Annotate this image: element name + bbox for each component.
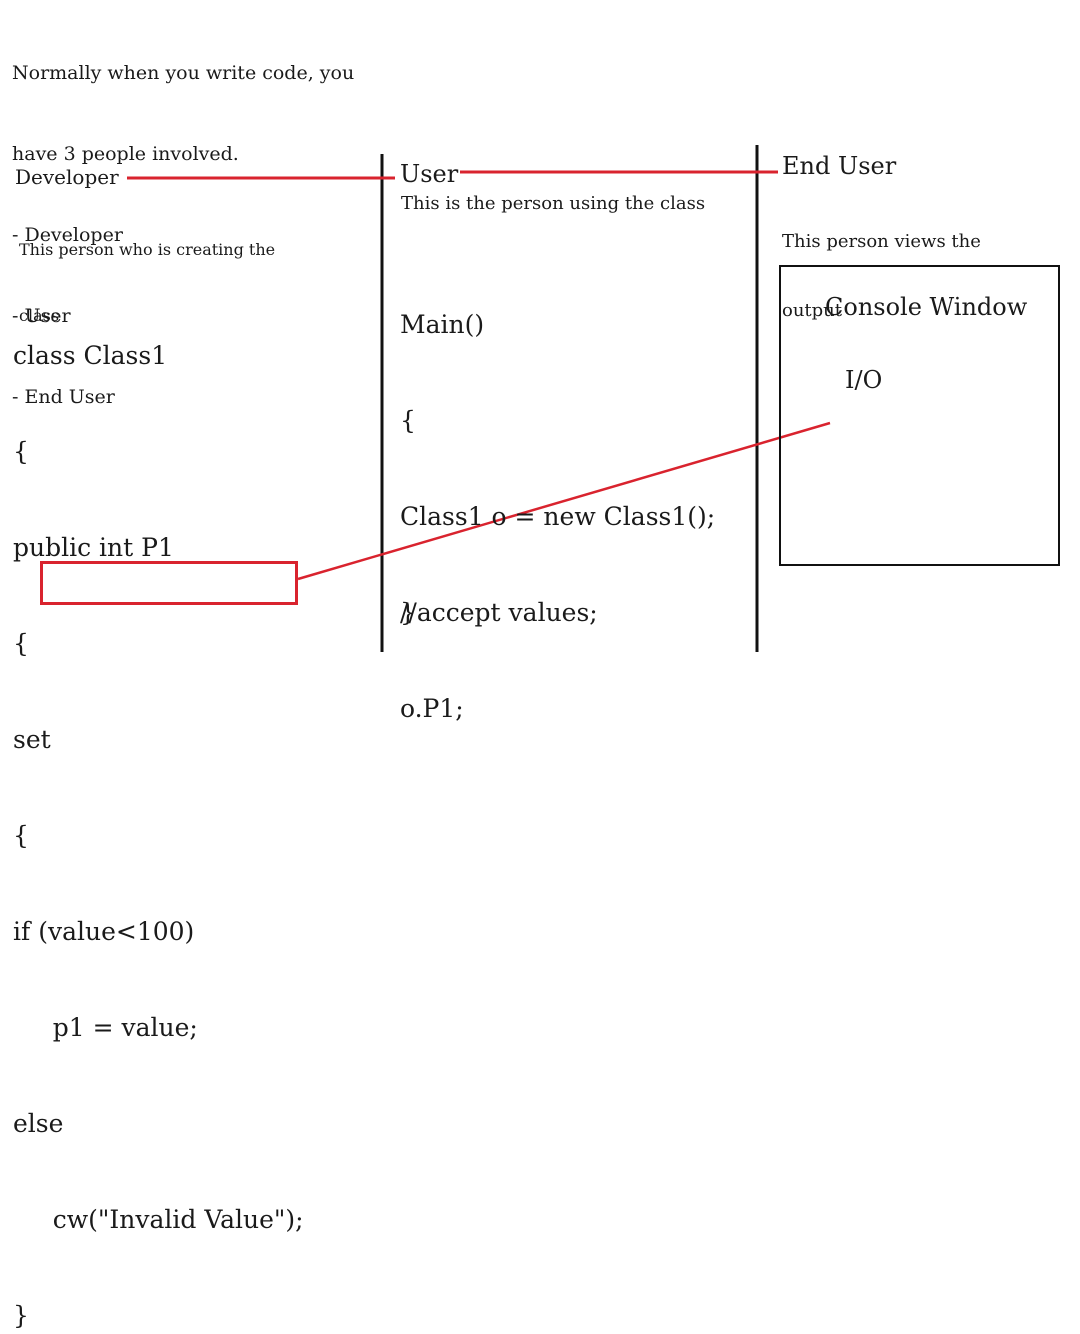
console-io-label: I/O	[845, 366, 883, 394]
code-line: {	[13, 437, 29, 466]
code-line: o.P1;	[400, 694, 464, 723]
intro-line: - Developer	[12, 224, 123, 246]
developer-description: This person who is creating the class	[19, 195, 275, 349]
end-user-description: This person views the output	[782, 184, 981, 345]
connector-lines	[127, 145, 831, 652]
code-line: //accept values;	[400, 598, 598, 627]
code-line: public int P1	[13, 533, 174, 562]
code-line: {	[13, 821, 29, 850]
intro-line: have 3 people involved.	[12, 143, 239, 165]
developer-description-line: This person who is creating the	[19, 240, 276, 259]
end-user-description-line: output	[782, 300, 843, 321]
code-line: cw("Invalid Value");	[13, 1205, 304, 1234]
intro-line: - End User	[12, 386, 115, 408]
code-line: if (value<100)	[13, 917, 195, 946]
code-line: Class1 o = new Class1();	[400, 502, 716, 531]
code-line: set	[13, 725, 51, 754]
console-window-title: Console Window	[825, 293, 1028, 321]
code-line: class Class1	[13, 341, 168, 370]
code-line: {	[400, 406, 416, 435]
invalid-value-highlight	[40, 561, 298, 605]
end-user-title: End User	[782, 152, 897, 180]
code-line: {	[13, 629, 29, 658]
code-line: }	[13, 1301, 29, 1330]
user-code: Main() { Class1 o = new Class1(); //acce…	[400, 245, 715, 757]
intro-line: Normally when you write code, you	[12, 62, 355, 84]
output-to-console-connector	[297, 421, 831, 581]
code-line: else	[13, 1109, 64, 1138]
intro-text: Normally when you write code, you have 3…	[12, 6, 354, 438]
end-user-description-line: This person views the	[782, 231, 981, 252]
user-description: This is the person using the class	[401, 193, 706, 214]
user-title: User	[400, 160, 459, 188]
code-line: p1 = value;	[13, 1013, 198, 1042]
developer-description-line: class	[19, 306, 60, 325]
intro-line: - User	[12, 305, 71, 327]
console-window: Console Window I/O	[779, 265, 1060, 566]
developer-code: class Class1 { public int P1 { set { if …	[13, 276, 304, 1334]
code-line: Main()	[400, 310, 485, 339]
user-code-closing-brace: }	[400, 598, 416, 627]
developer-title: Developer	[15, 165, 119, 189]
